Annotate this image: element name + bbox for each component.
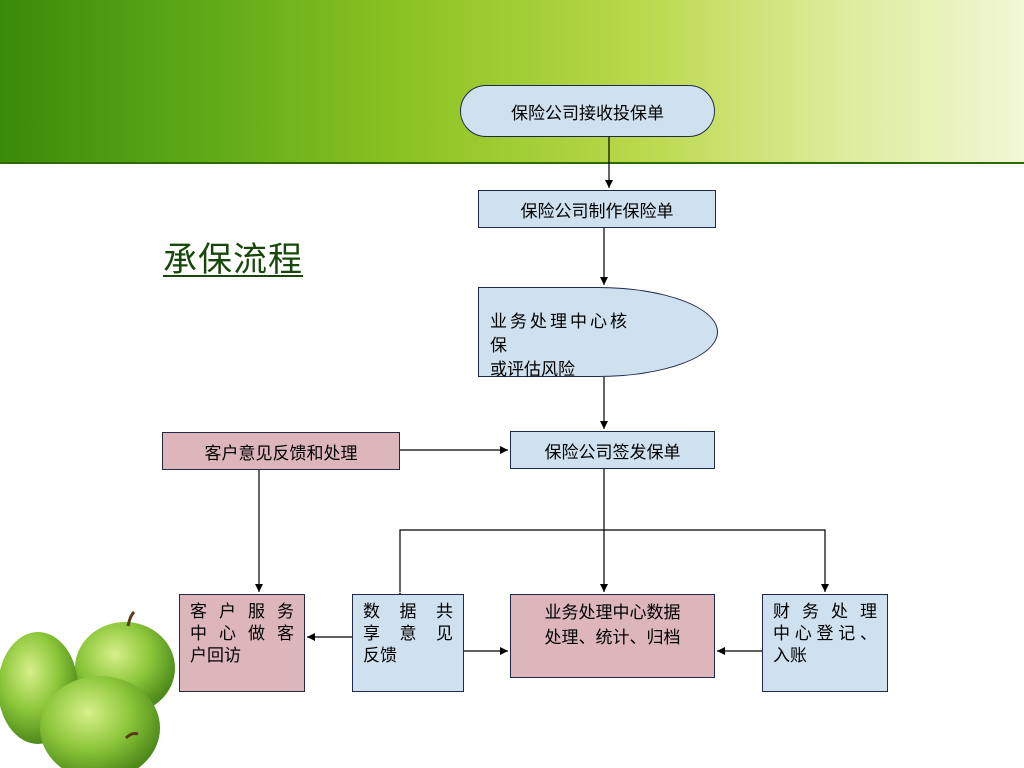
node-visit-line2: 中心做客 <box>190 624 294 644</box>
node-make-policy: 保险公司制作保险单 <box>478 190 716 228</box>
green-apples-image <box>0 610 175 768</box>
node-finance: 财务处理 中心登记、 入账 <box>762 594 888 692</box>
node-issue-policy: 保险公司签发保单 <box>510 431 715 469</box>
node-finance-line1: 财务处理 <box>773 602 877 622</box>
node-data-line1: 业务处理中心数据 <box>544 603 681 623</box>
node-underwriting-line3: 或评估风险 <box>490 360 575 380</box>
apple-stem-front <box>124 732 139 740</box>
page-title: 承保流程 <box>163 240 303 280</box>
node-underwriting: 业务处理中心核 保 或评估风险 <box>478 287 718 380</box>
node-data-share: 数据共 享意见 反馈 <box>352 594 464 692</box>
node-share-line1: 数据共 <box>363 602 453 622</box>
node-share-line2: 享意见 <box>363 624 453 644</box>
node-finance-line2: 中心登记、 <box>773 624 877 644</box>
node-customer-feedback: 客户意见反馈和处理 <box>162 432 400 470</box>
node-finance-line3: 入账 <box>773 646 807 666</box>
apple-front <box>40 676 160 768</box>
node-customer-visit: 客户服务 中心做客 户回访 <box>179 594 305 692</box>
node-share-line3: 反馈 <box>363 646 397 666</box>
node-visit-line3: 户回访 <box>190 646 241 666</box>
node-visit-line1: 客户服务 <box>190 602 294 622</box>
node-data-line2: 处理、统计、归档 <box>544 628 681 648</box>
node-underwriting-line1: 业务处理中心核 <box>490 312 630 332</box>
branch-line <box>396 529 829 600</box>
node-receive-application: 保险公司接收投保单 <box>460 85 715 137</box>
node-data-processing: 业务处理中心数据 处理、统计、归档 <box>510 594 715 678</box>
apple-stem <box>126 610 136 627</box>
node-underwriting-line2: 保 <box>490 336 507 356</box>
banner-divider <box>0 162 1024 164</box>
